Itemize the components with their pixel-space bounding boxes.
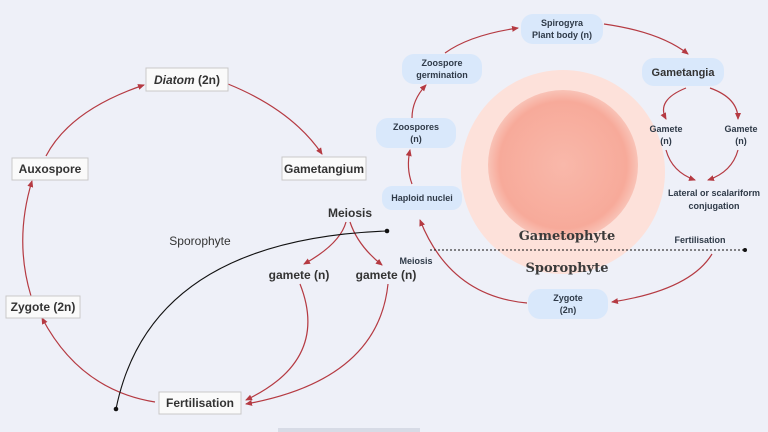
diatom-name: Diatom bbox=[154, 73, 195, 87]
gametangium-label: Gametangium bbox=[284, 162, 364, 176]
spirogyra-line1: Spirogyra bbox=[541, 18, 584, 28]
meiosis-label-left: Meiosis bbox=[328, 206, 372, 220]
gamete2-label: gamete (n) bbox=[356, 268, 417, 282]
gamete-a-line1: Gamete bbox=[649, 124, 682, 134]
haploid-nuclei-node: Haploid nuclei bbox=[382, 186, 462, 210]
spirogyra-node: Spirogyra Plant body (n) bbox=[521, 14, 603, 44]
gamete-a-line2: (n) bbox=[660, 136, 672, 146]
arrow-zoospore-germ-to-spirogyra bbox=[444, 25, 519, 54]
arrow-gametangia-to-gamete-a bbox=[660, 87, 687, 120]
arrow-gamete2-to-fertilisation bbox=[245, 283, 389, 406]
gametangia-label: Gametangia bbox=[652, 67, 716, 79]
auxospore-node: Auxospore bbox=[11, 157, 89, 181]
diatom-node: Diatom (2n) bbox=[145, 67, 229, 92]
meiosis-label-right: Meiosis bbox=[399, 256, 432, 266]
arrow-gamete-a-to-conjugation bbox=[665, 149, 696, 181]
zoospore-germination-node: Zoospore germination bbox=[402, 54, 482, 84]
arrow-zygote-to-haploid bbox=[419, 219, 528, 304]
zygote-node-right: Zygote (2n) bbox=[528, 289, 608, 319]
sporophyte-label-right: Sporophyte bbox=[525, 261, 608, 276]
conjugation-line1: Lateral or scalariform bbox=[668, 188, 760, 198]
diatom-ploidy: (2n) bbox=[195, 73, 220, 87]
conjugation-line2: conjugation bbox=[689, 201, 740, 211]
arrow-auxospore-to-diatom bbox=[45, 84, 145, 157]
fertilisation-label-left: Fertilisation bbox=[166, 396, 234, 410]
zoospore-germ-line1: Zoospore bbox=[421, 58, 462, 68]
zoospores-line1: Zoospores bbox=[393, 122, 439, 132]
spirogyra-line2: Plant body (n) bbox=[532, 30, 592, 40]
gamete-b-line1: Gamete bbox=[724, 124, 757, 134]
arrow-zoospores-to-germination bbox=[411, 84, 427, 119]
zygote-label-left: Zygote (2n) bbox=[11, 300, 76, 314]
arrow-gamete1-to-fertilisation bbox=[245, 283, 309, 401]
zoospores-node: Zoospores (n) bbox=[376, 118, 456, 148]
arrow-zygote-to-auxospore bbox=[22, 180, 34, 297]
bottom-bar bbox=[278, 428, 420, 432]
arrow-meiosis-to-gamete2 bbox=[349, 221, 383, 266]
divider-start-dot bbox=[113, 406, 119, 412]
zygote-right-line2: (2n) bbox=[560, 305, 577, 315]
arrow-haploid-to-zoospores bbox=[405, 149, 413, 185]
arrow-gametangia-to-gamete-b bbox=[709, 87, 741, 120]
sporophyte-label-left: Sporophyte bbox=[169, 234, 231, 248]
gamete1-label: gamete (n) bbox=[269, 268, 330, 282]
divider-end-dot bbox=[384, 228, 390, 234]
sporophyte-divider-line bbox=[115, 230, 388, 410]
gametophyte-label: Gametophyte bbox=[519, 229, 616, 244]
haploid-nuclei-label: Haploid nuclei bbox=[391, 193, 453, 203]
zygote-right-line1: Zygote bbox=[553, 293, 583, 303]
arrow-meiosis-to-gamete1 bbox=[303, 221, 347, 265]
arrow-fertilisation-to-zygote bbox=[41, 317, 156, 403]
fertilisation-label-right: Fertilisation bbox=[674, 235, 725, 245]
svg-text:Diatom (2n): Diatom (2n) bbox=[154, 73, 220, 87]
arrow-gamete-b-to-conjugation bbox=[707, 149, 739, 181]
auxospore-label: Auxospore bbox=[19, 162, 82, 176]
gamete-b-line2: (n) bbox=[735, 136, 747, 146]
arrow-fertilisation-to-zygote-right bbox=[611, 253, 713, 305]
divider-end-dot-right bbox=[743, 248, 747, 252]
zygote-node-left: Zygote (2n) bbox=[5, 295, 81, 319]
inner-circle bbox=[488, 90, 638, 240]
fertilisation-node-left: Fertilisation bbox=[158, 391, 242, 415]
arrow-spirogyra-to-gametangia bbox=[603, 23, 689, 55]
arrow-diatom-to-gametangium bbox=[227, 83, 323, 155]
gametangia-node: Gametangia bbox=[642, 58, 724, 86]
zoospores-line2: (n) bbox=[410, 134, 422, 144]
gametangium-node: Gametangium bbox=[281, 156, 367, 181]
zoospore-germ-line2: germination bbox=[416, 70, 468, 80]
